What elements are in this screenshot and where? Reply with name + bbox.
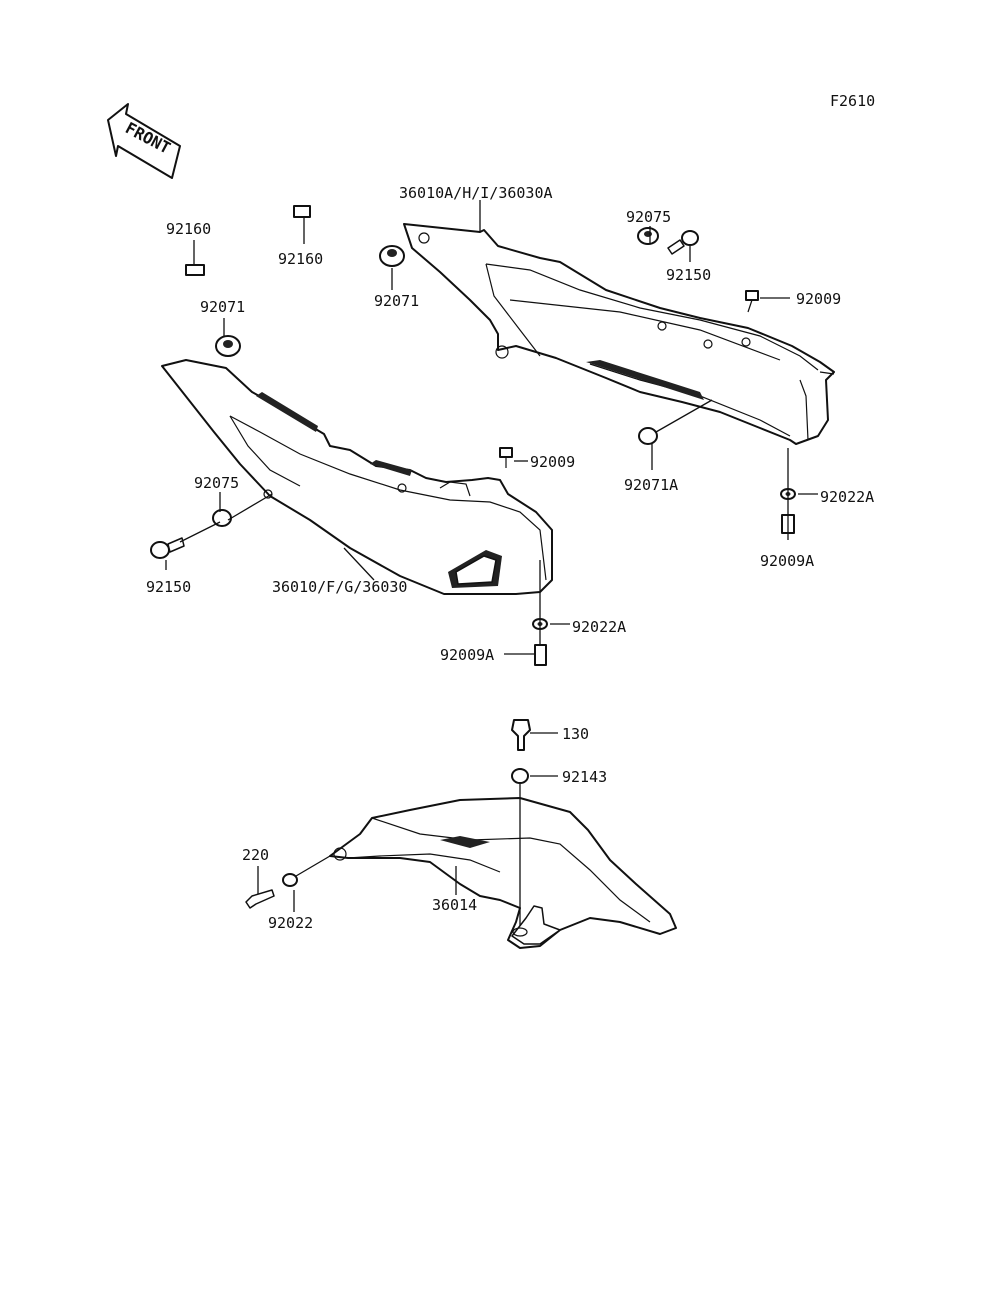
label-92009a-right: 92009A — [760, 552, 814, 570]
grommet-92071-right — [379, 245, 405, 267]
label-92022: 92022 — [268, 914, 313, 932]
grommet-92071a — [638, 427, 658, 445]
bolt-92150-right — [667, 230, 699, 255]
label-right-cover: 36010A/H/I/36030A — [399, 184, 553, 202]
label-92150-left: 92150 — [146, 578, 191, 596]
label-92071-right: 92071 — [374, 292, 419, 310]
figure-code: F2610 — [830, 92, 875, 110]
label-220: 220 — [242, 846, 269, 864]
washer-92022 — [282, 873, 298, 887]
screw-220 — [245, 889, 275, 909]
label-92075-left: 92075 — [194, 474, 239, 492]
lh-seal-part — [293, 205, 311, 218]
leader-lines — [165, 200, 818, 926]
washer-92143 — [511, 768, 529, 784]
label-92075-right: 92075 — [626, 208, 671, 226]
grommet-92071-left — [215, 335, 241, 357]
label-92009a-left: 92009A — [440, 646, 494, 664]
bolt-92009-right — [745, 290, 759, 313]
label-92071-left: 92071 — [200, 298, 245, 316]
label-92143: 92143 — [562, 768, 607, 786]
label-92160-mid: 92160 — [278, 250, 323, 268]
bolt-92009-left — [499, 447, 513, 468]
left-side-cover — [161, 359, 553, 595]
bolt-130 — [511, 719, 531, 751]
damper-92075-right — [637, 227, 659, 245]
label-36014: 36014 — [432, 896, 477, 914]
label-130: 130 — [562, 725, 589, 743]
label-left-cover: 36010/F/G/36030 — [272, 578, 407, 596]
right-side-cover — [403, 223, 835, 445]
front-arrow-icon: FRONT — [107, 103, 181, 179]
label-92071a: 92071A — [624, 476, 678, 494]
bolt-92150-left — [150, 537, 185, 559]
tail-cover — [329, 797, 677, 949]
bolt-92009a-left — [534, 644, 547, 666]
label-92009-left: 92009 — [530, 453, 575, 471]
rh-seal-part — [185, 264, 205, 276]
label-92022a-right: 92022A — [820, 488, 874, 506]
label-92160-left: 92160 — [166, 220, 211, 238]
label-92009-right: 92009 — [796, 290, 841, 308]
label-92150-right: 92150 — [666, 266, 711, 284]
label-92022a-left: 92022A — [572, 618, 626, 636]
